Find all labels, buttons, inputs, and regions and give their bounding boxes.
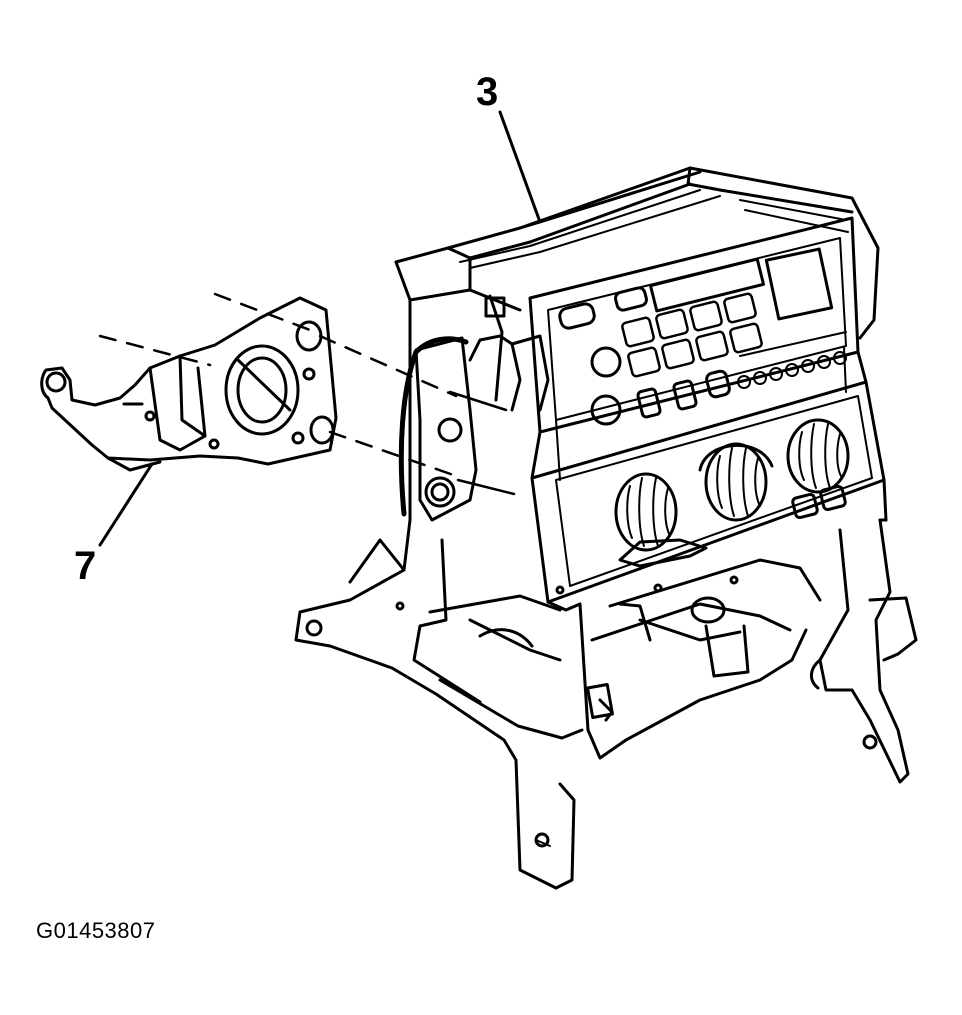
- radio-small-buttons: [738, 352, 846, 388]
- callout-number-7: 7: [74, 544, 97, 588]
- radio-preset-buttons: [622, 293, 763, 377]
- leader-line-3: [500, 112, 540, 222]
- callout-number-3: 3: [476, 70, 499, 114]
- figure-id-label: G01453807: [36, 918, 156, 943]
- hvac-knob-left: [616, 474, 676, 550]
- bracket-part-7: [42, 298, 336, 470]
- hvac-knob-center: [700, 444, 772, 520]
- radio-hvac-assembly-part-3: [296, 168, 916, 888]
- leader-line-7: [100, 464, 152, 545]
- hvac-knob-right: [788, 420, 848, 492]
- alignment-lines: [100, 294, 462, 478]
